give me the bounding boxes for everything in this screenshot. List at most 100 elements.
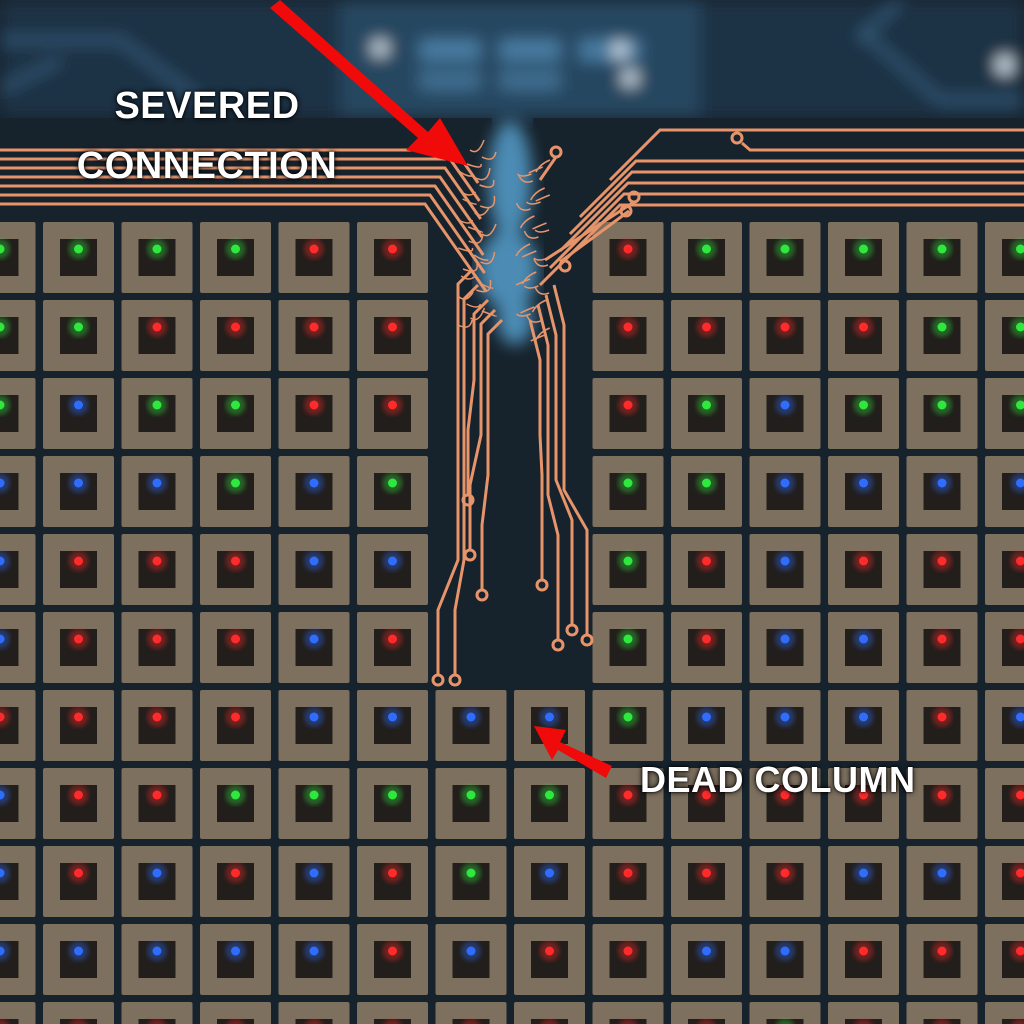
pixel-cell — [749, 768, 821, 839]
pixel-cell — [906, 222, 978, 293]
pixel-cell — [671, 534, 742, 605]
pixel-cell — [985, 768, 1024, 839]
frayed-wire — [467, 226, 484, 233]
pixel-cell — [0, 534, 36, 605]
pixel-cell — [357, 534, 428, 605]
frayed-wire — [515, 243, 531, 257]
led-dot — [231, 946, 240, 956]
pixel-cell — [592, 690, 664, 761]
led-dot — [0, 478, 5, 488]
cell-frame — [435, 1002, 507, 1024]
led-glow — [776, 1019, 794, 1024]
cell-frame — [278, 1002, 350, 1024]
pixel-cell — [828, 612, 899, 683]
led-dot — [309, 634, 319, 644]
pixel-cell — [985, 300, 1024, 371]
frayed-wire — [515, 313, 531, 317]
led-dot — [702, 634, 711, 644]
pixel-cell — [749, 300, 821, 371]
pixel-cell — [200, 222, 271, 293]
pixel-cell — [985, 456, 1024, 527]
led-dot — [309, 244, 319, 254]
pixel-cell — [278, 1002, 350, 1024]
led-dot — [545, 868, 554, 878]
trace-pad — [558, 259, 572, 273]
led-glow — [305, 1019, 323, 1024]
pixel-cell — [278, 378, 350, 449]
led-dot — [74, 790, 83, 800]
pixel-cell — [357, 222, 428, 293]
led-glow — [0, 863, 10, 883]
led-dot — [309, 400, 319, 410]
led-dot — [937, 868, 947, 878]
cell-frame — [200, 1002, 271, 1024]
pixel-cell — [906, 456, 978, 527]
trace — [608, 128, 1024, 182]
pixel-cell — [514, 924, 585, 995]
led-dot — [388, 322, 397, 332]
trace — [578, 159, 1024, 219]
frayed-wire — [480, 251, 496, 265]
led-dot — [1016, 478, 1024, 488]
frayed-wire — [475, 167, 491, 181]
pixel-cell — [121, 612, 193, 683]
trace — [741, 141, 1024, 152]
trace — [544, 200, 635, 262]
pixel-cell — [592, 300, 664, 371]
copper-traces — [0, 128, 1024, 687]
pixel-cell — [906, 612, 978, 683]
led-glow — [383, 1019, 402, 1024]
pixel-cell — [985, 378, 1024, 449]
led-dot — [309, 868, 319, 878]
led-dot — [780, 712, 790, 722]
pixel-cell — [749, 456, 821, 527]
led-dot — [388, 556, 397, 566]
led-dot — [623, 634, 633, 644]
pixel-cell — [200, 768, 271, 839]
cell-frame — [43, 1002, 114, 1024]
cell-frame — [121, 1002, 193, 1024]
trace — [466, 298, 490, 495]
frayed-wire — [460, 275, 476, 280]
led-dot — [152, 946, 162, 956]
led-dot — [780, 244, 790, 254]
cell-well — [0, 1019, 19, 1024]
led-dot — [859, 400, 868, 410]
pixel-cell — [671, 456, 742, 527]
led-dot — [388, 790, 397, 800]
pixel-cell — [671, 1002, 742, 1024]
led-glow — [0, 1019, 9, 1024]
led-dot — [0, 712, 5, 722]
led-dot — [623, 478, 633, 488]
pixel-cell — [906, 846, 978, 917]
pixel-cell — [749, 378, 821, 449]
frayed-wire — [526, 201, 541, 205]
pixel-cell — [749, 534, 821, 605]
led-dot — [623, 868, 633, 878]
frayed-wire — [481, 310, 497, 317]
led-glow — [697, 1019, 716, 1024]
pixel-cell — [592, 846, 664, 917]
frayed-wire — [469, 139, 485, 153]
pixel-cell — [592, 924, 664, 995]
pixel-cell — [357, 846, 428, 917]
led-dot — [309, 946, 319, 956]
frayed-wire — [515, 202, 531, 211]
trace — [538, 156, 558, 181]
pixel-cell — [200, 300, 271, 371]
led-dot — [388, 478, 397, 488]
led-glow — [462, 1019, 480, 1024]
led-dot — [152, 244, 162, 254]
trace-pad — [431, 673, 445, 687]
led-dot — [702, 322, 711, 332]
pixel-cell — [0, 300, 36, 371]
led-dot — [74, 946, 83, 956]
pixel-cell — [671, 222, 742, 293]
led-glow — [148, 1019, 166, 1024]
trace — [0, 202, 488, 292]
led-dot — [780, 868, 790, 878]
pixel-cell — [43, 690, 114, 761]
led-dot — [1016, 868, 1024, 878]
pixel-cell — [278, 846, 350, 917]
